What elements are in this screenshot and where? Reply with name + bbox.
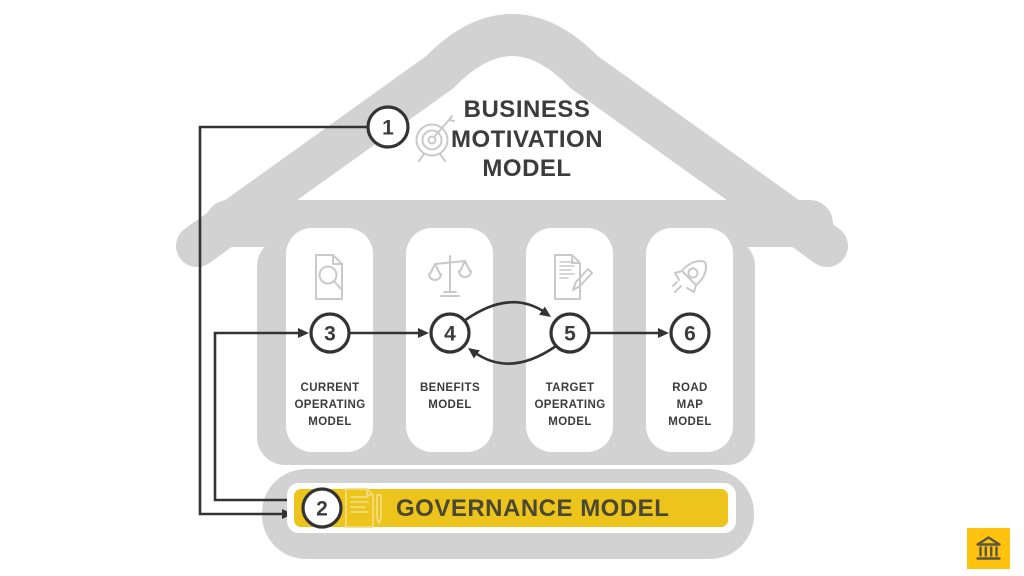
document-pencil-icon — [345, 488, 382, 528]
svg-text:MOTIVATION: MOTIVATION — [451, 126, 603, 153]
svg-text:TARGET: TARGET — [546, 382, 595, 394]
svg-text:BUSINESS: BUSINESS — [464, 96, 591, 123]
governance-bar-fill — [294, 489, 728, 527]
governance-bar: GOVERNANCE MODEL — [287, 483, 736, 533]
document-magnifier-icon — [315, 254, 343, 300]
label-current-operating-model: CURRENT OPERATING MODEL — [294, 382, 365, 428]
label-benefits-model: BENEFITS MODEL — [420, 382, 480, 411]
house-wall — [257, 238, 755, 465]
arrow-4-to-5 — [463, 300, 551, 323]
label-road-map-model: ROAD MAP MODEL — [668, 382, 712, 428]
house-roof — [176, 14, 848, 267]
step-1-circle: 1 — [366, 105, 410, 149]
step-2-circle: 2 — [301, 487, 343, 529]
svg-text:3: 3 — [324, 323, 336, 346]
svg-text:OPERATING: OPERATING — [294, 399, 365, 411]
svg-text:1: 1 — [382, 117, 394, 140]
step-5-circle: 5 — [549, 312, 591, 354]
arrow-2-to-3 — [213, 328, 309, 502]
arrow-5-to-4 — [468, 344, 557, 365]
governance-label: GOVERNANCE MODEL — [396, 495, 669, 522]
svg-text:MODEL: MODEL — [428, 399, 472, 411]
arrow-3-to-4 — [349, 328, 429, 338]
svg-text:BENEFITS: BENEFITS — [420, 382, 480, 394]
bank-icon — [976, 536, 1001, 560]
step-3-circle: 3 — [309, 312, 351, 354]
svg-text:MODEL: MODEL — [548, 416, 592, 428]
label-target-operating-model: TARGET OPERATING MODEL — [534, 382, 605, 428]
svg-text:MODEL: MODEL — [308, 416, 352, 428]
balance-scale-icon — [428, 255, 472, 297]
target-icon — [415, 115, 455, 162]
badge-background — [967, 528, 1010, 569]
document-pencil-icon — [554, 254, 593, 300]
svg-text:6: 6 — [684, 323, 696, 346]
svg-text:ROAD: ROAD — [672, 382, 707, 394]
arrow-5-to-6 — [589, 328, 669, 338]
svg-text:4: 4 — [444, 323, 456, 346]
page-title: BUSINESS MOTIVATION MODEL — [451, 96, 603, 182]
corner-badge — [967, 528, 1010, 569]
svg-text:MODEL: MODEL — [482, 155, 571, 182]
svg-text:CURRENT: CURRENT — [300, 382, 359, 394]
svg-text:OPERATING: OPERATING — [534, 399, 605, 411]
svg-text:2: 2 — [316, 498, 328, 521]
step-4-circle: 4 — [429, 312, 471, 354]
rocket-icon — [672, 260, 707, 293]
svg-text:5: 5 — [564, 323, 576, 346]
svg-text:MAP: MAP — [677, 399, 704, 411]
svg-text:MODEL: MODEL — [668, 416, 712, 428]
step-6-circle: 6 — [669, 312, 711, 354]
